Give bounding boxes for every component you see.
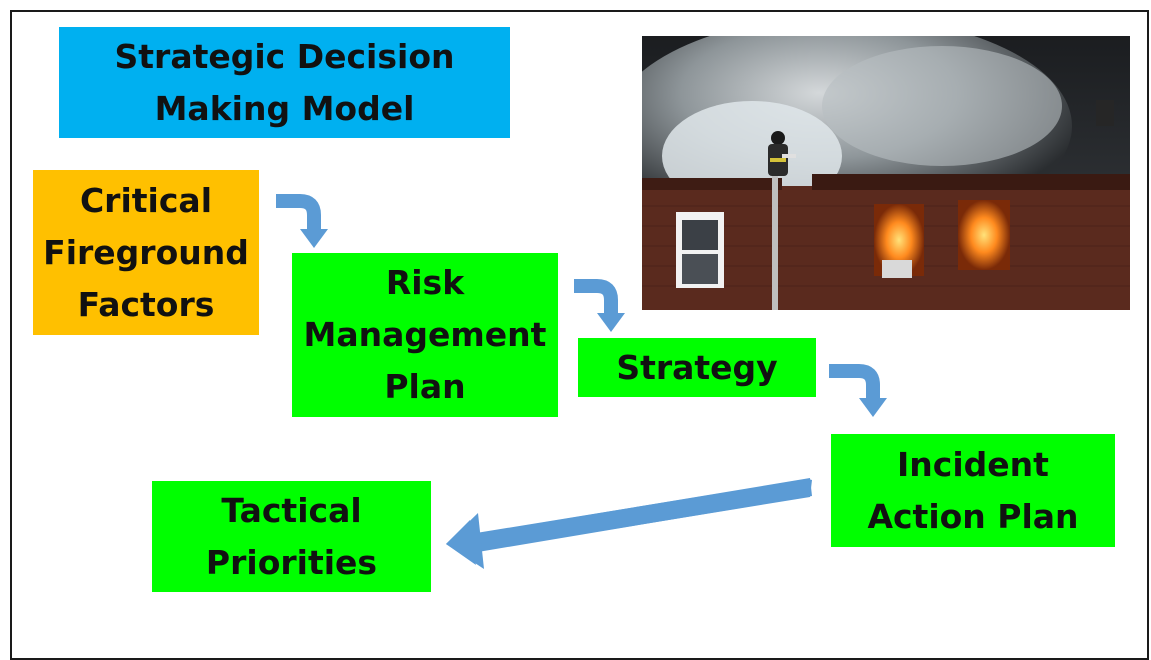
strategy-box: Strategy (578, 338, 816, 397)
incident-action-plan-label: Incident Action Plan (867, 444, 1079, 536)
diagram-title-text: Strategic Decision Making Model (114, 36, 455, 128)
tactical-priorities-box: Tactical Priorities (152, 481, 431, 592)
curved-arrow-2 (574, 279, 625, 332)
risk-management-plan-label: Risk Management Plan (303, 263, 547, 406)
incident-action-plan-box: Incident Action Plan (831, 434, 1115, 547)
burning-building-photo (642, 36, 1130, 310)
long-arrow (446, 478, 812, 569)
diagram-title: Strategic Decision Making Model (59, 27, 510, 138)
critical-factors-label: Critical Fireground Factors (43, 180, 249, 324)
critical-factors-box: Critical Fireground Factors (33, 170, 259, 335)
risk-management-plan-box: Risk Management Plan (292, 253, 558, 417)
curved-arrow-3 (829, 364, 887, 417)
tactical-priorities-label: Tactical Priorities (205, 490, 378, 582)
strategy-label: Strategy (616, 347, 778, 387)
curved-arrow-1 (276, 194, 328, 248)
burning-building-image (642, 36, 1130, 310)
